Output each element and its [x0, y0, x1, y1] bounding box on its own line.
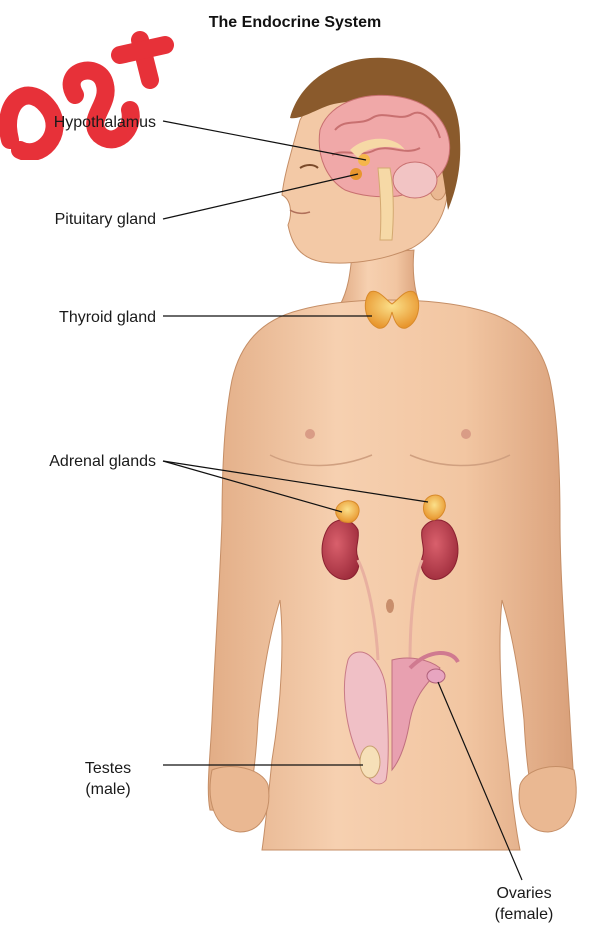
body-silhouette [208, 250, 573, 850]
ovary [427, 669, 445, 683]
testis [360, 746, 380, 778]
nipple-left [305, 429, 315, 439]
label-ovaries-line2: (female) [470, 904, 578, 925]
label-testes-line1: Testes [60, 758, 156, 779]
label-pituitary-gland: Pituitary gland [55, 209, 156, 230]
nipple-right [461, 429, 471, 439]
label-testes-line2: (male) [60, 779, 156, 800]
label-hypothalamus: Hypothalamus [54, 112, 156, 133]
label-adrenal-glands: Adrenal glands [49, 451, 156, 472]
label-ovaries: Ovaries (female) [470, 883, 578, 925]
label-thyroid-gland: Thyroid gland [59, 307, 156, 328]
head [282, 58, 460, 263]
label-ovaries-line1: Ovaries [470, 883, 578, 904]
label-testes: Testes (male) [60, 758, 156, 800]
